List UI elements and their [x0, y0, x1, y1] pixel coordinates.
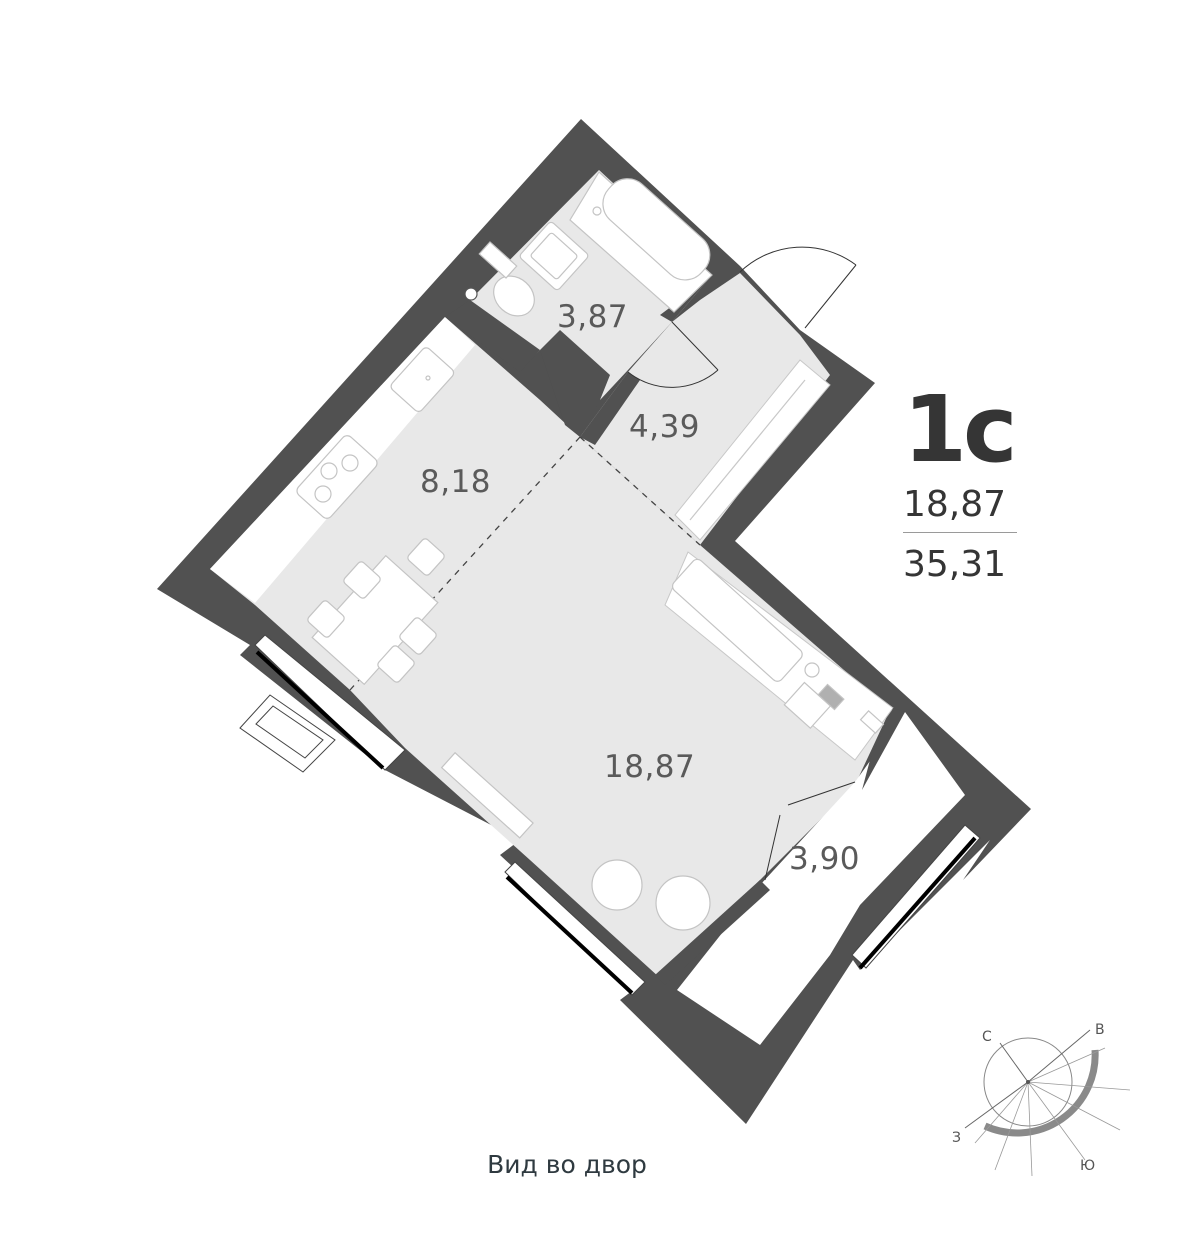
- total-area-value: 35,31: [903, 544, 1007, 585]
- windows: [239, 634, 981, 996]
- desk-icon: [783, 662, 885, 734]
- toilet-icon: [464, 241, 535, 317]
- room-labels: 3,87 4,39 8,18 18,87 3,90: [420, 299, 860, 877]
- balcony-door: [764, 781, 856, 881]
- bathroom-door: [627, 321, 719, 388]
- sofa-icon: [671, 558, 803, 682]
- stove-icon: [296, 435, 378, 519]
- view-caption: Вид во двор: [0, 1150, 1188, 1179]
- north-arrow: [999, 1042, 1029, 1083]
- living-area-value: 18,87: [903, 484, 1007, 525]
- ac-unit-icon: [239, 694, 336, 773]
- window-kitchen: [254, 634, 406, 771]
- compass-south: Ю: [1080, 1158, 1095, 1174]
- window-balcony: [851, 824, 981, 970]
- compass-north: С: [982, 1029, 992, 1045]
- wardrobe-icon: [689, 379, 806, 521]
- window-living: [504, 861, 646, 996]
- dining-table-icon: [307, 538, 445, 686]
- zone-dividers: [349, 436, 701, 691]
- room-area-bathroom: 3,87: [557, 299, 628, 335]
- room-area-hallway: 4,39: [629, 409, 700, 445]
- bathtub-icon: [569, 171, 713, 313]
- round-table-icon: [591, 859, 643, 911]
- tv-stand-icon: [440, 751, 534, 839]
- compass-west: З: [952, 1130, 961, 1146]
- room-area-living-room: 18,87: [604, 749, 695, 785]
- flat-type-label: 1с: [903, 376, 1018, 483]
- armchair-icon: [655, 875, 711, 931]
- compass-east: В: [1095, 1022, 1105, 1038]
- fixtures: [296, 171, 885, 931]
- compass: С В Ю З: [952, 1022, 1131, 1177]
- view-caption-text: Вид во двор: [487, 1150, 647, 1179]
- area-divider: [903, 532, 1017, 533]
- room-area-kitchen: 8,18: [420, 464, 491, 500]
- entrance-door: [739, 246, 857, 329]
- doors: [627, 246, 857, 881]
- room-area-balcony: 3,90: [789, 841, 860, 877]
- kitchen-sink-icon: [390, 347, 455, 412]
- bathroom-sink-icon: [519, 221, 589, 291]
